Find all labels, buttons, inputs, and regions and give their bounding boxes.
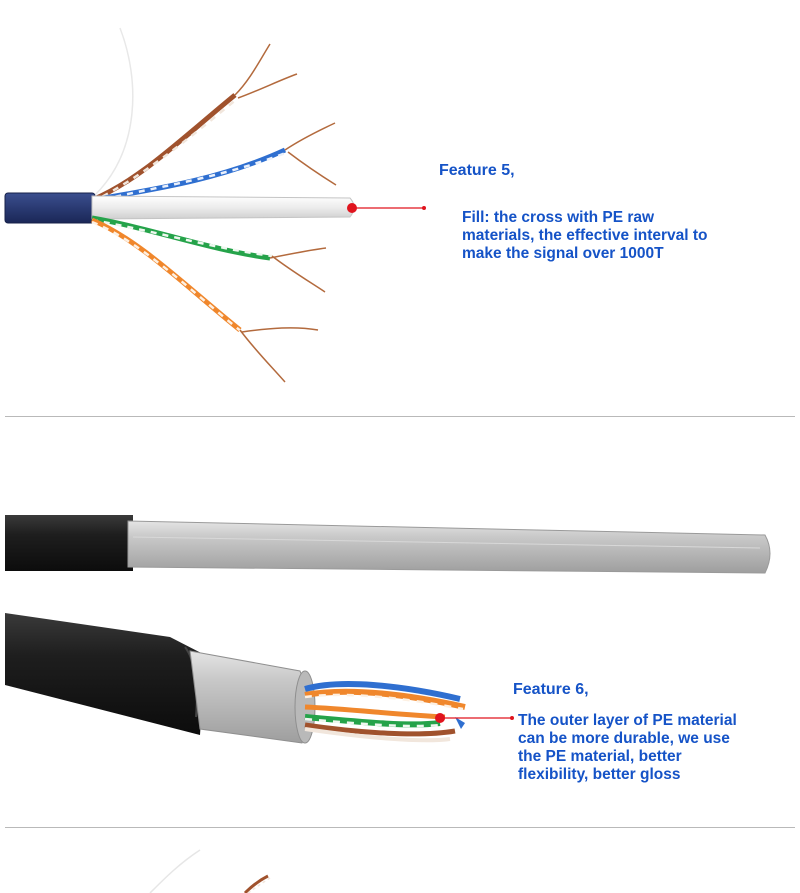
feature-5-title: Feature 5,	[439, 162, 515, 179]
feature-6-line-3: the PE material, better	[518, 748, 682, 765]
section-divider	[5, 827, 795, 828]
feature-6-description: The outer layer of PE material can be mo…	[518, 712, 737, 784]
feature-5-line-2: materials, the effective interval to	[462, 227, 708, 244]
cable-outer-layer-photo	[5, 515, 771, 744]
feature-5-line-3: make the signal over 1000T	[462, 245, 664, 262]
next-cable-photo-partial	[149, 849, 271, 893]
feature-6-line-4: flexibility, better gloss	[518, 766, 681, 783]
feature-6-section: Feature 6, The outer layer of PE materia…	[0, 417, 800, 827]
next-feature-section	[0, 828, 800, 893]
section-divider	[5, 416, 795, 417]
feature-5-line-1: Fill: the cross with PE raw	[462, 209, 655, 226]
feature-5-section: Feature 5, Fill: the cross with PE raw m…	[0, 0, 800, 416]
feature-6-title: Feature 6,	[513, 681, 589, 698]
feature-5-description: Fill: the cross with PE raw materials, t…	[462, 209, 708, 263]
feature-6-line-1: The outer layer of PE material	[518, 712, 737, 729]
feature-6-line-2: can be more durable, we use	[518, 730, 730, 747]
cable-cross-filler-photo	[4, 27, 426, 383]
